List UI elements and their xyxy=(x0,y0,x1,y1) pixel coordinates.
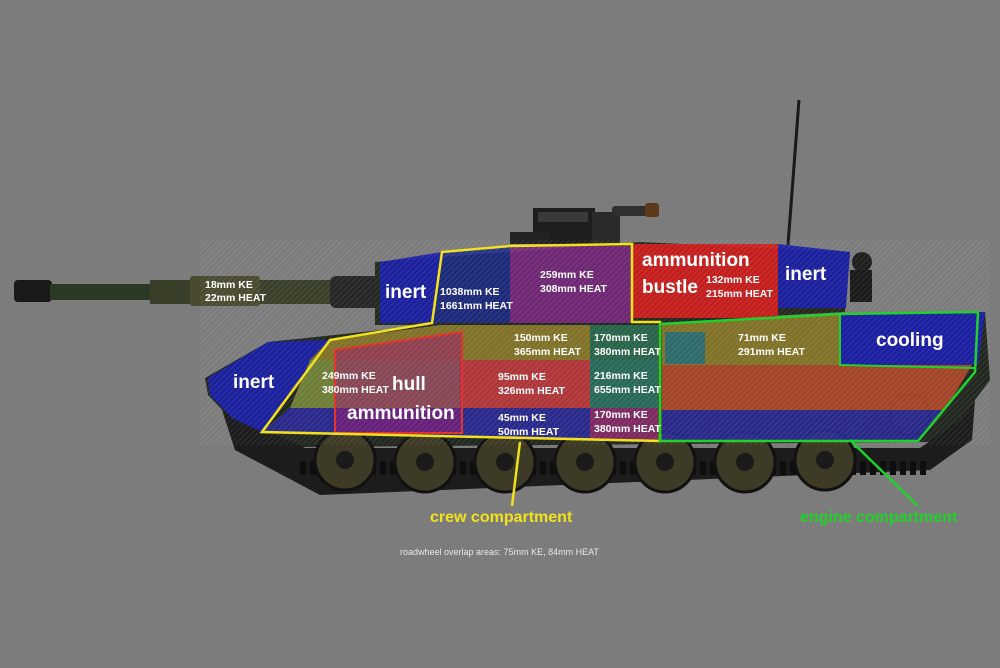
armor-engine-heat: 291mm HEAT xyxy=(738,346,805,358)
engine-compartment-label: engine compartment xyxy=(800,509,958,526)
label-hull-ammo-2: ammunition xyxy=(347,403,455,424)
armor-hull-upper-rear-heat: 380mm HEAT xyxy=(594,346,661,358)
armor-gun-ke: 18mm KE xyxy=(205,279,253,291)
armor-hull-mid-rear-ke: 216mm KE xyxy=(594,370,648,382)
engine-callout-line xyxy=(849,439,919,507)
armor-hull-lower-rear-heat: 380mm HEAT xyxy=(594,423,661,435)
zone-labels: inert inert inert ammunition bustle hull… xyxy=(233,250,944,424)
cooling-outline xyxy=(839,314,976,369)
armor-turret-mid-ke: 259mm KE xyxy=(540,269,594,281)
label-turret-inert: inert xyxy=(385,282,427,303)
armor-hull-lower-rear-ke: 170mm KE xyxy=(594,409,648,421)
armor-turret-front-heat: 1661mm HEAT xyxy=(440,300,513,312)
armor-hull-upper-rear-ke: 170mm KE xyxy=(594,332,648,344)
turret-roof-equipment xyxy=(510,203,659,244)
label-bustle-ammo-2: bustle xyxy=(642,277,698,298)
armor-bustle-ke: 132mm KE xyxy=(706,274,760,286)
texture-overlay xyxy=(200,240,990,445)
armor-hull-upper-heat: 365mm HEAT xyxy=(514,346,581,358)
crew-compartment-label: crew compartment xyxy=(430,509,573,526)
footnote: roadwheel overlap areas: 75mm KE, 84mm H… xyxy=(400,547,599,557)
armor-hull-glacis-ke: 249mm KE xyxy=(322,370,376,382)
label-hull-ammo-1: hull xyxy=(392,374,426,395)
armor-gun-heat: 22mm HEAT xyxy=(205,292,267,304)
label-bustle-ammo-1: ammunition xyxy=(642,250,750,271)
armor-hull-mid-heat: 326mm HEAT xyxy=(498,385,565,397)
label-hull-front-inert: inert xyxy=(233,372,275,393)
antenna xyxy=(786,99,801,246)
crew-callout-line xyxy=(510,441,522,507)
armor-engine-ke: 71mm KE xyxy=(738,332,786,344)
armor-hull-mid-rear-heat: 655mm HEAT xyxy=(594,384,661,396)
armor-hull-lower-ke: 45mm KE xyxy=(498,412,546,424)
label-bustle-inert: inert xyxy=(785,264,827,285)
armor-hull-lower-heat: 50mm HEAT xyxy=(498,426,560,438)
armor-hull-mid-ke: 95mm KE xyxy=(498,371,546,383)
armor-hull-glacis-heat: 380mm HEAT xyxy=(322,384,389,396)
label-cooling: cooling xyxy=(876,330,944,351)
armor-values: 18mm KE 22mm HEAT 1038mm KE 1661mm HEAT … xyxy=(205,269,805,438)
armor-turret-front-ke: 1038mm KE xyxy=(440,286,500,298)
armor-bustle-heat: 215mm HEAT xyxy=(706,288,773,300)
armor-hull-upper-ke: 150mm KE xyxy=(514,332,568,344)
armor-turret-mid-heat: 308mm HEAT xyxy=(540,283,607,295)
